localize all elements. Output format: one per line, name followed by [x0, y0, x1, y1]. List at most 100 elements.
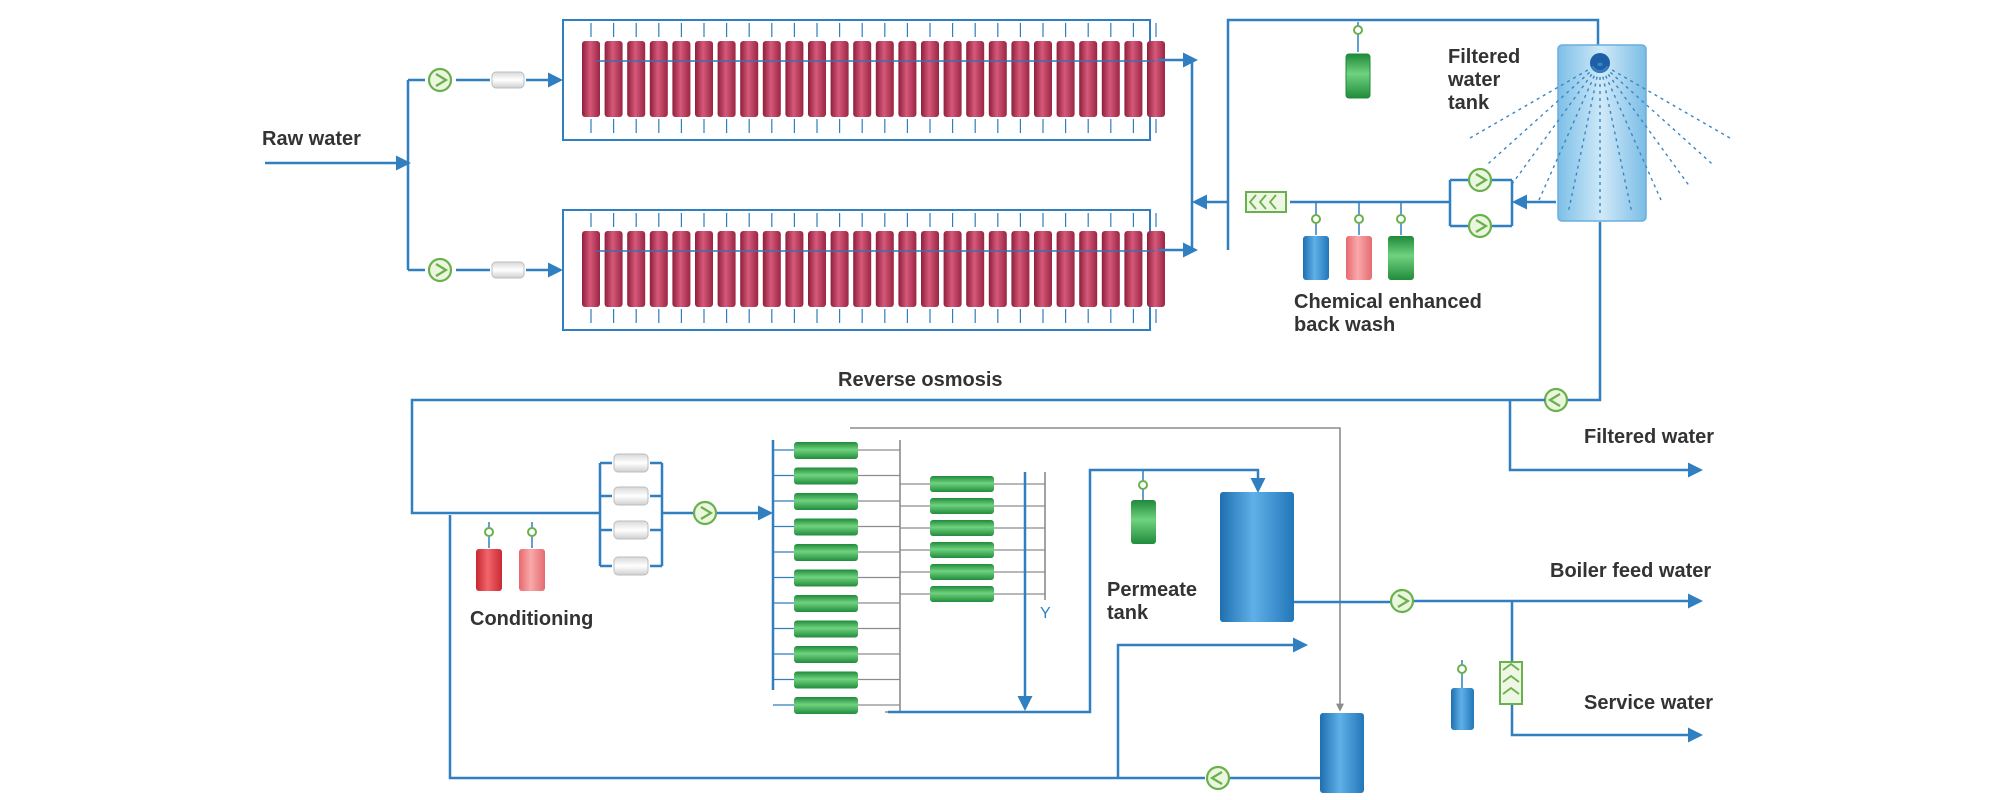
uf-membrane-module [943, 231, 962, 307]
uf-membrane-module [1101, 41, 1120, 117]
filtered-water-label: Filtered water [1584, 426, 1714, 448]
ro-pressure-vessel [794, 467, 858, 485]
uf-membrane-module [1034, 41, 1052, 117]
uf-membrane-module [649, 231, 668, 307]
pump-icon [427, 257, 453, 283]
uf-membrane-rack-lower [582, 213, 1165, 323]
uf-membrane-module [1079, 231, 1098, 307]
uf-membrane-module [740, 231, 759, 307]
cartridge-filter-icon [491, 261, 525, 279]
uf-membrane-module [695, 231, 713, 307]
cartridge-filter-icon [613, 556, 649, 576]
chemical-backwash-label: Chemical enhanced back wash [1294, 291, 1487, 336]
uf-membrane-module [1147, 41, 1165, 117]
uf-membrane-module [740, 41, 759, 117]
uf-membrane-module [695, 41, 713, 117]
uf-membrane-module [1056, 41, 1075, 117]
uf-membrane-module [830, 41, 849, 117]
ro-pressure-vessel [794, 442, 858, 459]
uf-membrane-module [1124, 231, 1143, 307]
ro-pressure-vessel [794, 595, 858, 612]
filtered-tank-label: Filtered water tank [1447, 46, 1526, 114]
heat-exchanger-icon [1499, 661, 1523, 705]
uf-membrane-module [875, 231, 894, 307]
heat-exchanger-icon [1245, 191, 1287, 213]
conditioning-dosing-tanks [476, 522, 545, 591]
ro-pressure-vessel [794, 697, 858, 714]
uf-membrane-module [988, 231, 1007, 307]
filtered-water-outlet-pipe [1508, 400, 1703, 478]
uf-membrane-module [966, 231, 985, 307]
uf-membrane-module [1034, 231, 1052, 307]
filtered-water-tank [1469, 44, 1731, 222]
uf-membrane-module [853, 41, 872, 117]
service-water-label: Service water [1584, 692, 1713, 714]
valve-symbol: Y [1040, 605, 1051, 622]
uf-membrane-module [762, 41, 781, 117]
uf-membrane-module [898, 231, 917, 307]
ro-pressure-vessel [930, 476, 994, 492]
uf-membrane-module [921, 41, 939, 117]
ro-pressure-vessel [794, 646, 858, 663]
pump-icon [1467, 167, 1493, 193]
permeate-tank-label: Permeate tank [1107, 579, 1203, 624]
raw-water-label: Raw water [262, 128, 361, 150]
uf-membrane-rack-upper [582, 23, 1165, 133]
ro-pressure-vessel [794, 544, 858, 561]
uf-membrane-module [966, 41, 985, 117]
boiler-feed-water-label: Boiler feed water [1550, 560, 1711, 582]
cartridge-inlet-manifold [598, 461, 612, 568]
uf-membrane-module [627, 41, 646, 117]
ro-pressure-vessel [930, 564, 994, 580]
permeate-tank [1220, 492, 1294, 622]
uf-membrane-module [762, 231, 781, 307]
pump-icon [1543, 387, 1569, 413]
uf-membrane-module [853, 231, 872, 307]
uf-membrane-module [1101, 231, 1120, 307]
ro-pressure-vessel [930, 586, 994, 602]
ro-stage-2 [900, 476, 1045, 602]
dosing-tank-icon [1451, 660, 1474, 730]
conditioning-label: Conditioning [470, 608, 593, 630]
ro-pressure-vessel [794, 620, 858, 638]
cartridge-filter-icon [613, 486, 649, 506]
uf-membrane-module [808, 231, 826, 307]
stage1-concentrate-header [885, 440, 901, 713]
uf-membrane-module [627, 231, 646, 307]
pump-icon [692, 500, 718, 526]
chemical-dosing-tanks [1303, 202, 1414, 280]
pump-icon [1389, 588, 1415, 614]
concentrate-tank [1320, 713, 1364, 793]
uf-membrane-module [1079, 41, 1098, 117]
ro-pressure-vessel [930, 498, 994, 514]
ro-feed-pipe [410, 398, 1545, 515]
recirculation-branch-pipe [1116, 637, 1308, 778]
uf-membrane-module [943, 41, 962, 117]
uf-membrane-module [1011, 41, 1030, 117]
pump-icon [427, 67, 453, 93]
uf-membrane-module [1124, 41, 1143, 117]
uf-membrane-module [1011, 231, 1030, 307]
uf-membrane-module [672, 231, 691, 307]
dosing-tank-icon [1345, 22, 1371, 99]
uf-membrane-module [921, 231, 939, 307]
ro-pressure-vessel [794, 518, 858, 536]
uf-membrane-module [582, 41, 600, 117]
uf-membrane-module [1147, 231, 1165, 307]
cartridge-filter-bank [613, 453, 649, 576]
ro-pressure-vessel [930, 542, 994, 558]
uf-membrane-module [988, 41, 1007, 117]
uf-membrane-module [582, 231, 600, 307]
uf-membrane-module [808, 41, 826, 117]
ro-pressure-vessel [794, 671, 858, 689]
service-water-pipe [1510, 601, 1703, 743]
cartridge-outlet-manifold [650, 461, 693, 568]
uf-membrane-module [898, 41, 917, 117]
uf-membrane-module [830, 231, 849, 307]
pump-icon [1467, 213, 1493, 239]
uf-membrane-module [649, 41, 668, 117]
uf-membrane-module [1056, 231, 1075, 307]
ro-pressure-vessel [794, 569, 858, 587]
uf-membrane-module [785, 41, 804, 117]
